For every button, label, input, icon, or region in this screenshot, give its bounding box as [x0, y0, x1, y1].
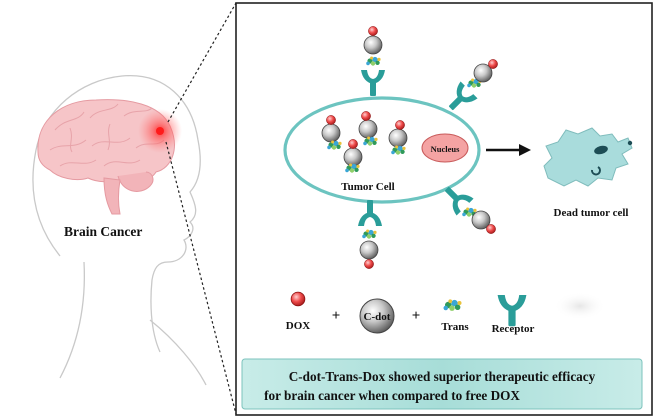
- caption-box: [241, 358, 643, 410]
- legend-trans-label: Trans: [441, 321, 469, 333]
- legend-dox-symbol: [290, 291, 306, 307]
- legend: DOX + C-dot + Trans Receptor: [286, 291, 606, 335]
- tumor-spot: [156, 127, 164, 135]
- nucleus: [421, 133, 469, 163]
- legend-dox-label: DOX: [286, 320, 311, 332]
- dead-cell-label: Dead tumor cell: [554, 207, 629, 219]
- legend-plus: +: [412, 308, 421, 324]
- zoom-lines: [165, 2, 237, 415]
- legend-receptor-label: Receptor: [492, 323, 535, 335]
- transition-arrow: [486, 144, 531, 156]
- legend-cdot-label: C-dot: [364, 311, 391, 323]
- caption-line-1: C-dot-Trans-Dox showed superior therapeu…: [289, 369, 596, 384]
- nucleus-label: Nucleus: [431, 144, 461, 154]
- detail-panel: [235, 2, 653, 416]
- brain-cancer-label: Brain Cancer: [64, 224, 142, 239]
- legend-cdot-symbol: [359, 298, 395, 334]
- dead-tumor-cell: [543, 127, 633, 187]
- legend-plus: +: [332, 308, 341, 324]
- tumor-cell-label: Tumor Cell: [341, 181, 394, 193]
- caption-line-2: for brain cancer when compared to free D…: [264, 388, 520, 403]
- faint-blob: [554, 292, 606, 320]
